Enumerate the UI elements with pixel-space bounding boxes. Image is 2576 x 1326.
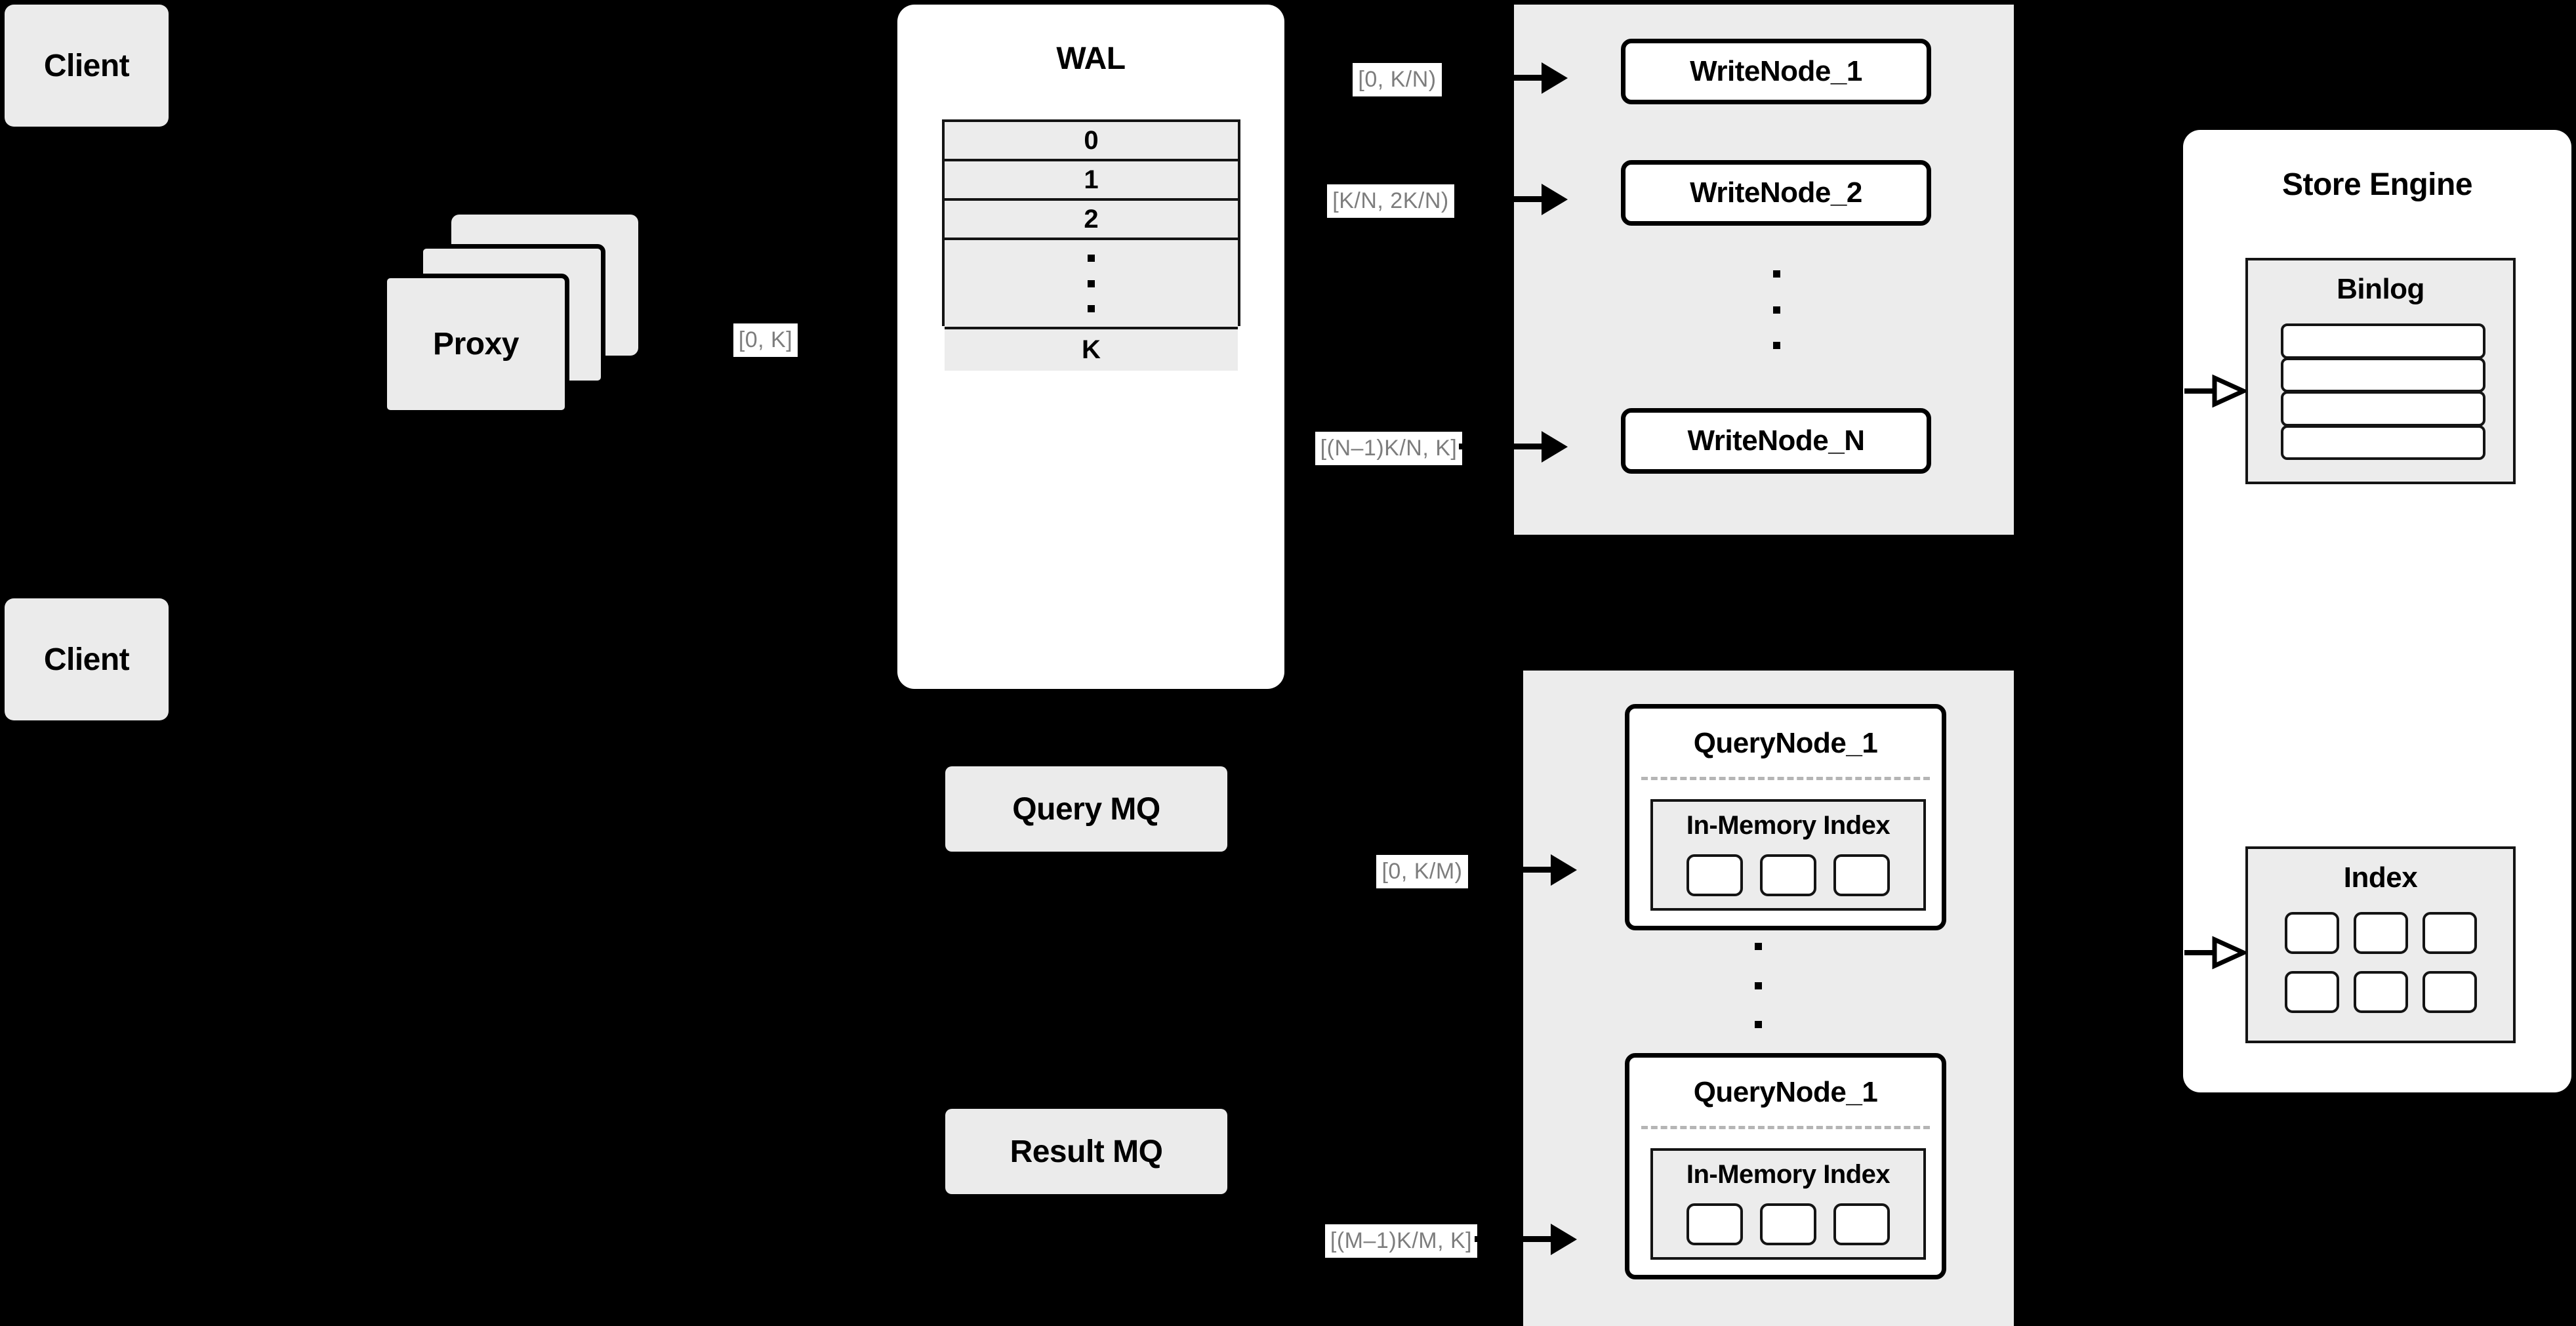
query-node-2-range-label: [(M–1)K/M, K]: [1324, 1224, 1478, 1258]
index-panel: Index: [2245, 846, 2516, 1043]
query-node-2-index-cell-1[interactable]: [1687, 1203, 1743, 1245]
query-node-2-inmemory-index-panel: In-Memory Index: [1650, 1148, 1926, 1260]
binlog-row-2[interactable]: [2281, 357, 2485, 392]
query-node-1-title: QueryNode_1: [1693, 727, 1878, 759]
query-node-1-index-cell-3[interactable]: [1833, 854, 1890, 896]
client-label-2: Client: [43, 642, 130, 677]
query-mq-label: Query MQ: [1012, 791, 1160, 827]
binlog-connector-line: [2184, 388, 2213, 394]
write-node-1-label: WriteNode_1: [1690, 55, 1862, 87]
proxy-to-wal-range-label: [0, K]: [733, 323, 798, 357]
wal-row-k[interactable]: K: [945, 329, 1238, 371]
wal-entry-list: 0 1 2 K: [942, 119, 1240, 371]
query-node-2-title: QueryNode_1: [1693, 1076, 1878, 1108]
query-node-1-index-cell-2[interactable]: [1760, 854, 1816, 896]
store-engine-container: Store Engine Binlog Index: [2183, 130, 2571, 1092]
index-cell-4[interactable]: [2284, 971, 2339, 1013]
result-mq-box[interactable]: Result MQ: [945, 1109, 1227, 1194]
wal-row-2[interactable]: 2: [945, 201, 1238, 240]
write-node-n[interactable]: WriteNode_N: [1621, 408, 1931, 474]
query-node-2-index-cells: [1653, 1203, 1923, 1249]
query-node-2-index-cell-3[interactable]: [1833, 1203, 1890, 1245]
client-box-2[interactable]: Client: [5, 598, 169, 720]
binlog-rows: [2281, 323, 2485, 460]
query-node-2-connector-line: [1475, 1236, 1551, 1242]
write-node-1[interactable]: WriteNode_1: [1621, 39, 1931, 104]
wal-row-ellipsis: [945, 240, 1238, 329]
proxy-layer-front[interactable]: Proxy: [382, 274, 569, 415]
index-arrowhead-icon: [2212, 936, 2246, 970]
wal-vertical-ellipsis-icon: [1088, 255, 1095, 312]
index-cell-1[interactable]: [2284, 912, 2339, 954]
query-node-1-range-tag: [0, K/M): [1371, 851, 1473, 892]
query-node-1-range-label: [0, K/M): [1376, 854, 1468, 888]
index-cell-grid: [2248, 912, 2513, 1024]
index-cell-6[interactable]: [2422, 971, 2477, 1013]
client-label-1: Client: [43, 48, 130, 83]
query-node-2[interactable]: QueryNode_1 In-Memory Index: [1625, 1053, 1946, 1279]
write-node-n-range-label: [(N–1)K/N, K]: [1315, 431, 1463, 465]
write-node-2-label: WriteNode_2: [1690, 176, 1862, 209]
query-node-2-arrowhead-icon: [1551, 1224, 1577, 1255]
write-node-2-range-label: [K/N, 2K/N): [1327, 184, 1454, 218]
query-node-1-connector-line: [1475, 867, 1551, 873]
wal-row-0[interactable]: 0: [945, 122, 1238, 161]
binlog-row-4[interactable]: [2281, 425, 2485, 460]
query-node-2-index-cell-2[interactable]: [1760, 1203, 1816, 1245]
write-node-1-range-label: [0, K/N): [1353, 62, 1442, 96]
index-title: Index: [2343, 861, 2418, 894]
result-mq-label: Result MQ: [1010, 1134, 1163, 1169]
write-node-n-connector-line: [1459, 444, 1542, 449]
wal-container: WAL 0 1 2 K: [897, 5, 1284, 689]
write-node-2[interactable]: WriteNode_2: [1621, 160, 1931, 226]
client-box-1[interactable]: Client: [5, 5, 169, 127]
query-node-2-inmemory-index-title: In-Memory Index: [1686, 1159, 1891, 1189]
write-node-2-connector-line: [1459, 196, 1542, 202]
index-cell-2[interactable]: [2353, 912, 2408, 954]
query-node-1-divider: [1641, 777, 1930, 780]
write-node-group-panel: WriteNode_1 WriteNode_2 WriteNode_N: [1514, 5, 2014, 535]
wal-row-1[interactable]: 1: [945, 161, 1238, 201]
index-connector-line: [2184, 950, 2213, 955]
query-node-1-inmemory-index-panel: In-Memory Index: [1650, 799, 1926, 911]
binlog-row-1[interactable]: [2281, 323, 2485, 359]
query-node-1-arrowhead-icon: [1551, 854, 1577, 886]
query-mq-box[interactable]: Query MQ: [945, 766, 1227, 852]
write-node-1-connector-line: [1458, 75, 1542, 81]
index-cell-5[interactable]: [2353, 971, 2408, 1013]
index-cell-row-2: [2248, 971, 2513, 1013]
write-node-1-arrowhead-icon: [1542, 62, 1568, 94]
write-node-2-arrowhead-icon: [1542, 184, 1568, 215]
query-node-2-divider: [1641, 1126, 1930, 1129]
binlog-title: Binlog: [2337, 273, 2424, 305]
write-node-1-range-tag: [0, K/N): [1338, 59, 1456, 100]
index-cell-3[interactable]: [2422, 912, 2477, 954]
proxy-stack[interactable]: Proxy: [382, 215, 678, 438]
index-cell-row-1: [2248, 912, 2513, 954]
binlog-row-3[interactable]: [2281, 391, 2485, 426]
write-node-n-arrowhead-icon: [1542, 431, 1568, 463]
store-engine-title: Store Engine: [2281, 167, 2473, 202]
query-node-2-range-tag: [(M–1)K/M, K]: [1324, 1220, 1478, 1261]
query-node-1-index-cells: [1653, 854, 1923, 900]
query-node-group-panel: QueryNode_1 In-Memory Index QueryNode_1: [1523, 671, 2014, 1326]
query-node-vertical-ellipsis-icon: [1751, 943, 1765, 1028]
write-node-vertical-ellipsis-icon: [1770, 270, 1783, 349]
proxy-label: Proxy: [433, 327, 519, 362]
proxy-to-wal-range-tag: [0, K]: [723, 317, 808, 363]
binlog-panel: Binlog: [2245, 258, 2516, 484]
wal-title: WAL: [1056, 41, 1126, 76]
write-node-2-range-tag: [K/N, 2K/N): [1322, 180, 1460, 221]
query-node-1-index-cell-1[interactable]: [1687, 854, 1743, 896]
write-node-n-label: WriteNode_N: [1687, 425, 1865, 457]
write-node-n-range-tag: [(N–1)K/N, K]: [1315, 428, 1463, 468]
query-node-1-inmemory-index-title: In-Memory Index: [1686, 810, 1891, 840]
binlog-arrowhead-icon: [2212, 374, 2246, 408]
query-node-1[interactable]: QueryNode_1 In-Memory Index: [1625, 704, 1946, 930]
